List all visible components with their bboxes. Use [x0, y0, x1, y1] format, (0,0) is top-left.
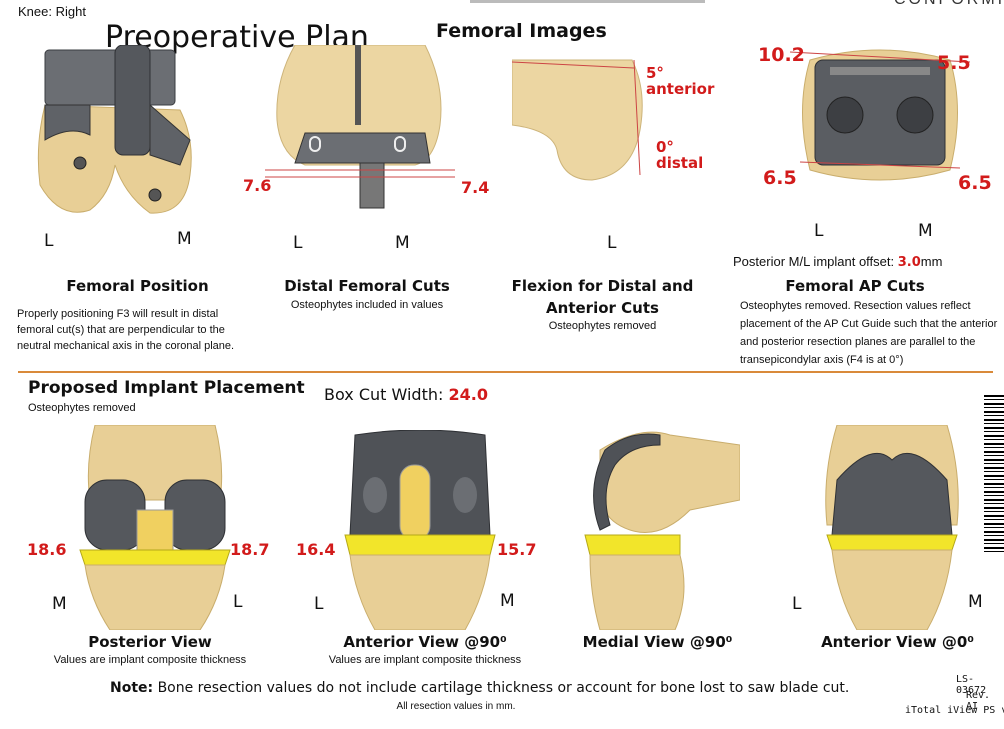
anterior90-right-label: M — [500, 591, 515, 611]
distal-cuts-note: Osteophytes included in values — [290, 299, 444, 311]
footer-note-text: Bone resection values do not include car… — [157, 680, 850, 696]
femoral-position-right-label: M — [177, 229, 192, 249]
anterior90-left-value: 16.4 — [296, 540, 336, 559]
distal-cuts-caption: Distal Femoral Cuts — [284, 277, 450, 295]
logo: CONFORMIS — [894, 0, 1004, 9]
anterior90-caption: Anterior View @90⁰ — [343, 633, 507, 651]
femoral-position-image — [37, 45, 192, 214]
femoral-images-title: Femoral Images — [436, 20, 607, 42]
footer-product: iTotal iView PS v1.1 — [905, 705, 1004, 716]
box-cut-value: 24.0 — [448, 385, 488, 404]
posterior-caption: Posterior View — [88, 633, 212, 651]
anterior0-left-label: L — [792, 594, 802, 614]
footer-doc-id: LS-03672 — [956, 674, 987, 696]
box-cut-row: Box Cut Width: 24.0 — [324, 385, 488, 404]
implant-section-title: Proposed Implant Placement — [28, 378, 305, 398]
ap-cuts-caption: Femoral AP Cuts — [785, 277, 925, 295]
box-cut-label: Box Cut Width: — [324, 385, 444, 404]
distal-cuts-right-label: M — [395, 233, 410, 253]
footer-note-label: Note: — [110, 680, 154, 696]
anterior90-note: Values are implant composite thickness — [328, 654, 522, 666]
posterior-right-value: 18.7 — [230, 540, 270, 559]
femoral-position-caption: Femoral Position — [66, 277, 209, 295]
distal-cuts-left-label: L — [293, 233, 303, 253]
ap-top-right-value: 5.5 — [937, 52, 971, 74]
flexion-distal-label: distal — [656, 154, 704, 172]
ap-offset-row: Posterior M/L implant offset: 3.0mm — [733, 254, 942, 270]
anterior0-caption: Anterior View @0⁰ — [821, 633, 974, 651]
ap-top-left-value: 10.2 — [758, 44, 805, 66]
posterior-note: Values are implant composite thickness — [53, 654, 247, 666]
ap-cuts-description: Osteophytes removed. Resection values re… — [740, 300, 998, 366]
anterior0-view-image — [825, 425, 959, 630]
medial90-view-image — [584, 431, 740, 630]
distal-cut-left-value: 7.6 — [243, 176, 272, 195]
flexion-bottom-label: L — [607, 233, 617, 253]
ap-offset-value: 3.0 — [897, 255, 921, 270]
anterior90-left-label: L — [314, 594, 324, 614]
anterior90-view-image — [344, 430, 496, 630]
implant-section-subtitle: Osteophytes removed — [28, 402, 136, 414]
posterior-view-image — [79, 425, 231, 630]
top-scroll-strip — [470, 0, 705, 3]
knee-side-label: Knee: Right — [18, 4, 86, 19]
ap-left-label: L — [814, 221, 824, 241]
flexion-anterior-label: anterior — [646, 80, 715, 98]
femoral-position-left-label: L — [44, 231, 54, 251]
posterior-left-value: 18.6 — [27, 540, 67, 559]
ap-cuts-image — [790, 49, 970, 181]
flexion-anterior-angle: 5° — [646, 64, 664, 82]
medial90-caption: Medial View @90⁰ — [582, 633, 733, 651]
posterior-right-label: L — [233, 592, 243, 612]
ap-bottom-left-value: 6.5 — [763, 167, 797, 189]
footer-note: Note: Bone resection values do not inclu… — [110, 680, 849, 696]
anterior0-right-label: M — [968, 592, 983, 612]
footer-units-note: All resection values in mm. — [396, 701, 516, 712]
footer-revision: Rev. AI — [966, 690, 991, 712]
flexion-caption-line2: Anterior Cuts — [546, 299, 659, 317]
posterior-left-label: M — [52, 594, 67, 614]
section-divider — [18, 371, 993, 373]
anterior90-right-value: 15.7 — [497, 540, 537, 559]
distal-cuts-image — [265, 45, 455, 209]
ap-right-label: M — [918, 221, 933, 241]
ap-offset-unit: mm — [920, 254, 943, 269]
barcode — [984, 395, 1004, 555]
femoral-position-description: Properly positioning F3 will result in d… — [17, 308, 235, 352]
ap-bottom-right-value: 6.5 — [958, 172, 992, 194]
distal-cut-right-value: 7.4 — [461, 178, 490, 197]
ap-offset-label: Posterior M/L implant offset: — [733, 254, 895, 269]
flexion-note: Osteophytes removed — [548, 320, 657, 332]
flexion-image — [512, 59, 643, 181]
flexion-caption-line1: Flexion for Distal and — [511, 277, 694, 295]
flexion-distal-angle: 0° — [656, 138, 674, 156]
